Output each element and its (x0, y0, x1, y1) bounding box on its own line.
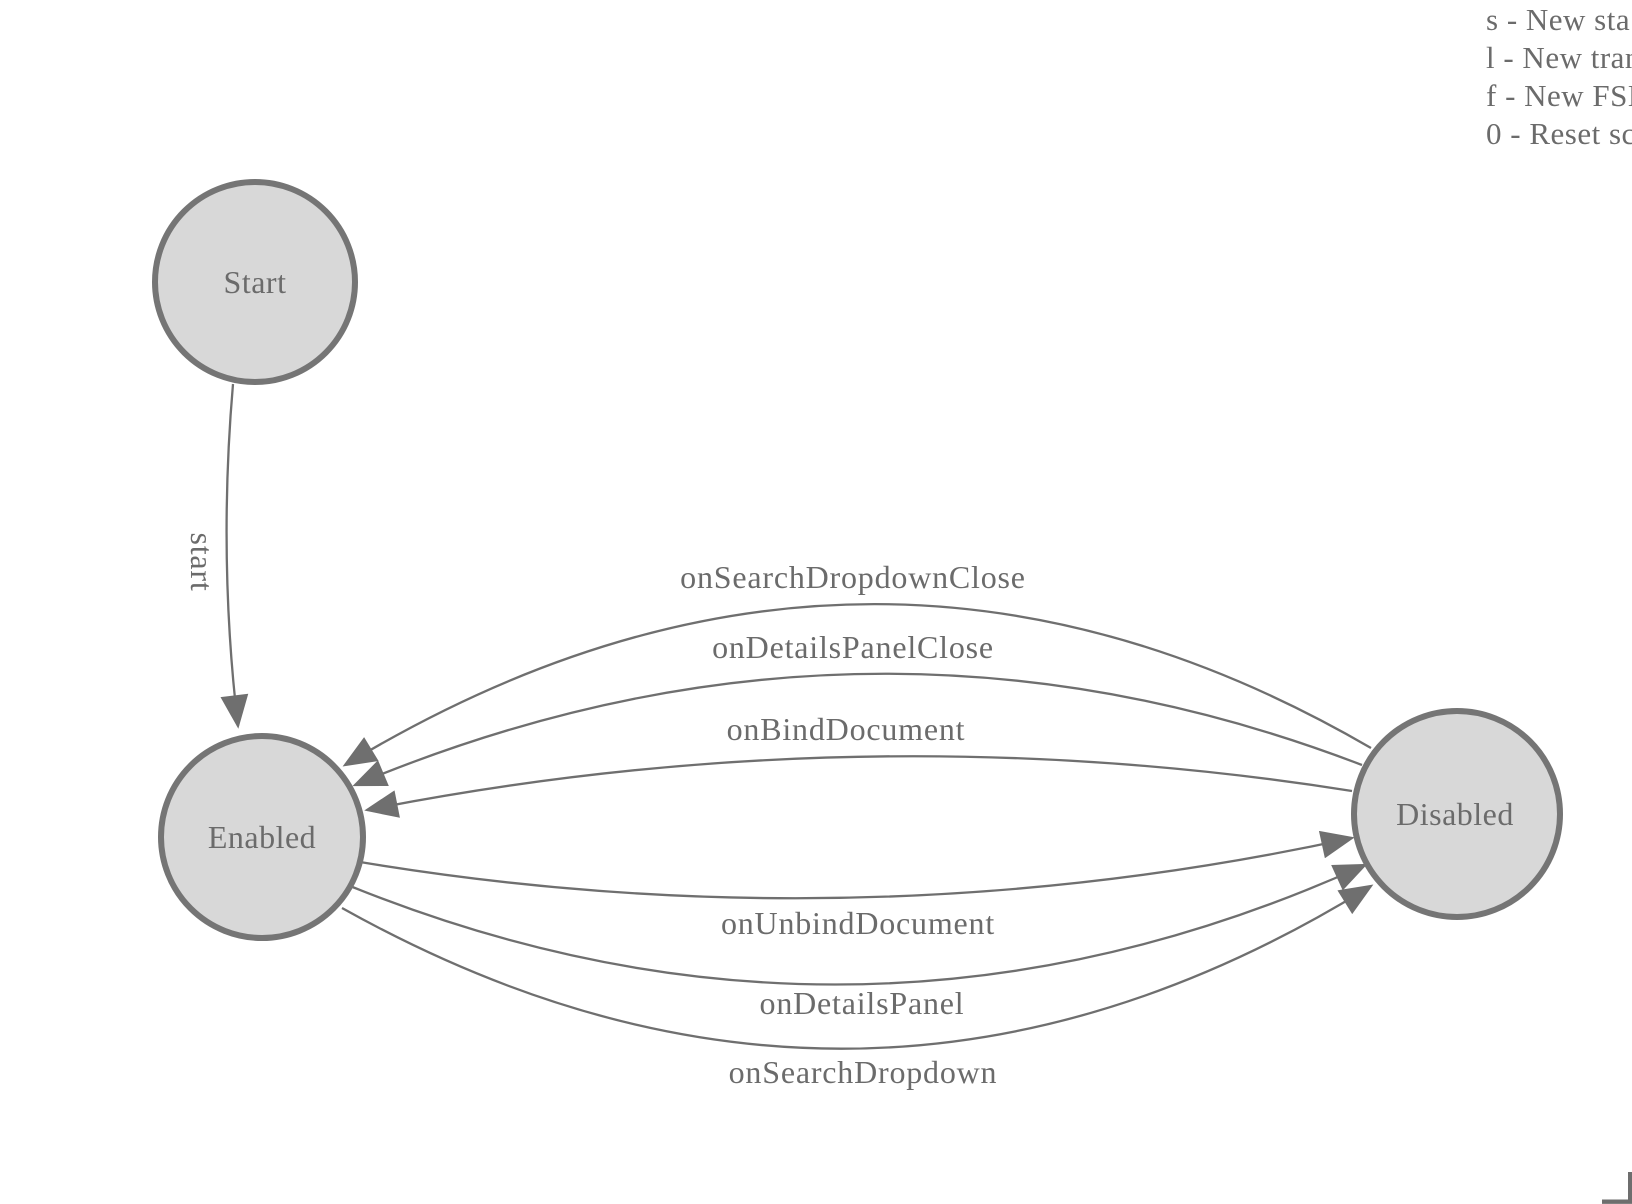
legend-line-reset: 0 - Reset sc (1486, 116, 1632, 151)
state-node-enabled[interactable] (158, 733, 366, 941)
transition-label-on-unbind-document: onUnbindDocument (721, 905, 995, 941)
transition-label-start: start (184, 532, 220, 591)
state-node-start[interactable] (152, 179, 358, 385)
transition-on-unbind-document-edge[interactable] (359, 830, 1355, 900)
transition-label-on-search-dropdown: onSearchDropdown (729, 1054, 998, 1090)
state-label-disabled: Disabled (1396, 796, 1514, 832)
transition-label-on-bind-document: onBindDocument (727, 711, 966, 747)
transition-on-details-panel-edge[interactable] (349, 863, 1368, 986)
legend-line-new-fsm: f - New FSM (1486, 78, 1632, 113)
state-label-start: Start (224, 264, 287, 300)
transition-on-bind-document-edge[interactable] (364, 755, 1353, 818)
transition-label-on-details-panel: onDetailsPanel (760, 985, 965, 1021)
transition-label-on-details-panel-close: onDetailsPanelClose (712, 629, 994, 665)
transition-label-on-search-dropdown-close: onSearchDropdownClose (680, 559, 1026, 595)
transition-start-edge[interactable] (220, 383, 249, 729)
transition-on-details-panel-close-edge[interactable] (352, 672, 1363, 787)
transition-on-search-dropdown-close-edge[interactable] (342, 603, 1372, 767)
legend-line-new-transition: l - New tran (1486, 40, 1632, 75)
state-label-enabled: Enabled (208, 819, 316, 855)
transition-on-search-dropdown-edge[interactable] (341, 884, 1374, 1050)
canvas-corner-mark (1602, 1172, 1632, 1204)
state-node-disabled[interactable] (1351, 708, 1563, 920)
legend-line-new-state: s - New sta (1486, 2, 1630, 37)
hotkey-legend: s - New sta l - New tran f - New FSM 0 -… (1486, 2, 1632, 151)
